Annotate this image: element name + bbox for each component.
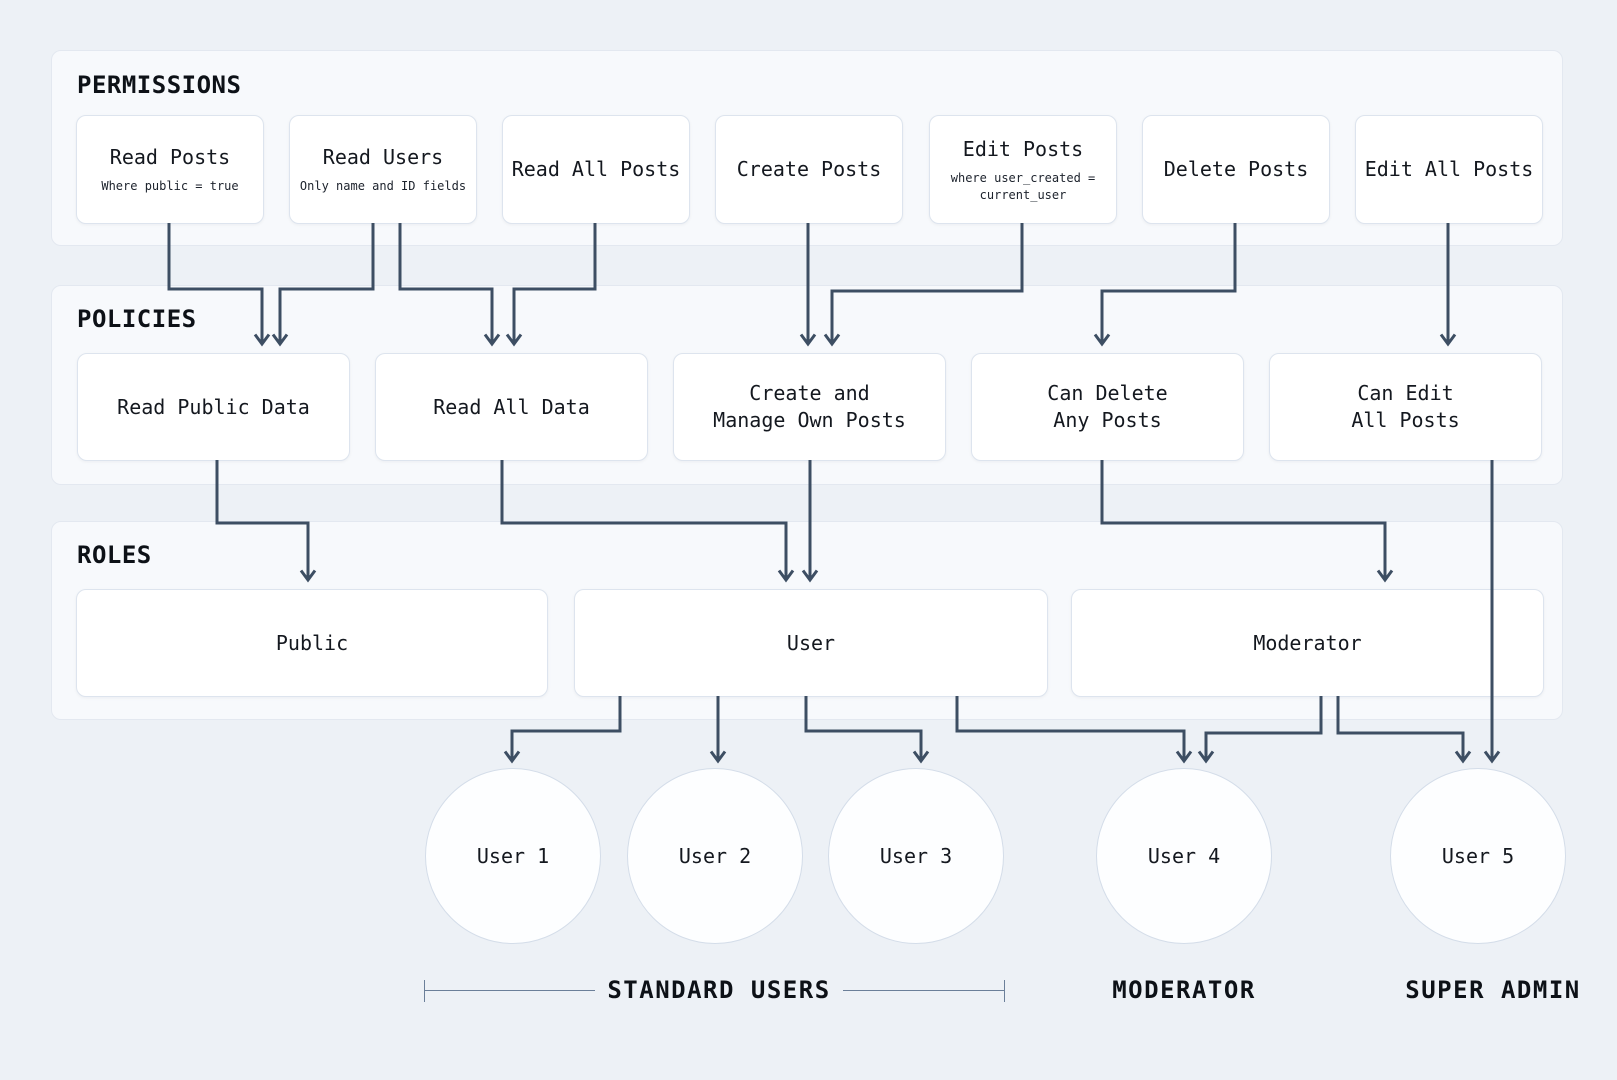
policy-node-read-all-data: Read All Data — [375, 353, 648, 461]
node-title: Moderator — [1253, 630, 1362, 655]
bracket-tick-right — [1004, 980, 1005, 1002]
node-title: Read All Posts — [511, 157, 681, 181]
section-policies-title: POLICIES — [77, 305, 197, 333]
user-circle-5: User 5 — [1390, 768, 1566, 944]
group-label-super-admin: SUPER ADMIN — [1405, 976, 1581, 1004]
user-label: User 1 — [476, 843, 550, 868]
policy-node-create-manage-own-posts: Create and Manage Own Posts — [673, 353, 946, 461]
role-node-moderator: Moderator — [1071, 589, 1544, 697]
node-title: Can Edit All Posts — [1351, 381, 1460, 432]
bracket-line-right — [843, 990, 1005, 991]
node-title: Create Posts — [736, 157, 882, 181]
permission-node-delete-posts: Delete Posts — [1142, 115, 1330, 224]
role-node-user: User — [574, 589, 1048, 697]
node-title: Edit All Posts — [1364, 157, 1534, 181]
bracket-tick-left — [424, 980, 425, 1002]
section-permissions-title: PERMISSIONS — [77, 71, 242, 99]
user-circle-2: User 2 — [627, 768, 803, 944]
node-title: Create and Manage Own Posts — [713, 381, 906, 432]
bracket-line-left — [425, 990, 595, 991]
node-subtitle: where user_created = current_user — [950, 171, 1096, 202]
user-label: User 5 — [1441, 843, 1515, 868]
node-title: Can Delete Any Posts — [1047, 381, 1168, 432]
node-title: Read Posts — [109, 145, 231, 170]
policy-node-can-edit-all-posts: Can Edit All Posts — [1269, 353, 1542, 461]
user-label: User 2 — [678, 843, 752, 868]
permission-node-edit-posts: Edit Posts where user_created = current_… — [929, 115, 1117, 224]
node-title: Delete Posts — [1163, 157, 1309, 181]
permission-node-read-all-posts: Read All Posts — [502, 115, 690, 224]
node-title: Read Public Data — [117, 394, 310, 419]
node-title: Public — [275, 630, 349, 655]
permission-node-read-users: Read Users Only name and ID fields — [289, 115, 477, 224]
user-circle-3: User 3 — [828, 768, 1004, 944]
group-label-moderator: MODERATOR — [1112, 976, 1256, 1004]
section-roles-title: ROLES — [77, 541, 152, 569]
node-title: Read All Data — [433, 394, 590, 419]
node-title: Read Users — [322, 145, 444, 170]
section-policies: POLICIES Read Public Data Read All Data … — [51, 285, 1563, 485]
user-label: User 4 — [1147, 843, 1221, 868]
user-circle-1: User 1 — [425, 768, 601, 944]
node-subtitle: Only name and ID fields — [299, 179, 467, 194]
node-subtitle: Where public = true — [101, 179, 239, 194]
node-title: User — [786, 630, 836, 655]
user-circle-4: User 4 — [1096, 768, 1272, 944]
user-label: User 3 — [879, 843, 953, 868]
section-permissions: PERMISSIONS Read Posts Where public = tr… — [51, 50, 1563, 246]
policy-node-read-public-data: Read Public Data — [77, 353, 350, 461]
node-title: Edit Posts — [962, 137, 1084, 162]
policy-node-can-delete-any-posts: Can Delete Any Posts — [971, 353, 1244, 461]
permission-node-read-posts: Read Posts Where public = true — [76, 115, 264, 224]
role-node-public: Public — [76, 589, 548, 697]
group-label-standard-users: STANDARD USERS — [607, 976, 831, 1004]
section-roles: ROLES Public User Moderator — [51, 521, 1563, 720]
permission-node-edit-all-posts: Edit All Posts — [1355, 115, 1543, 224]
permission-node-create-posts: Create Posts — [715, 115, 903, 224]
